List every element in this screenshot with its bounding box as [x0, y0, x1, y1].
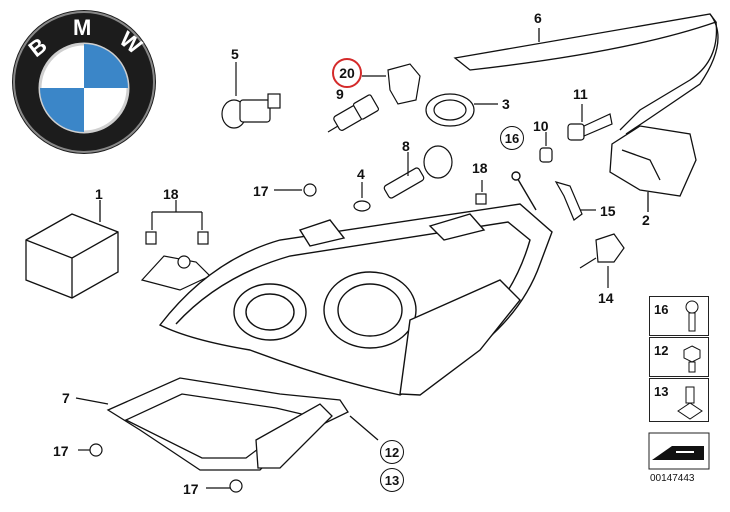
label-part-18-right: 18: [472, 160, 488, 176]
part-20-bulb-holder: [362, 63, 421, 105]
part-3-cover-cap: [425, 93, 498, 127]
part-2-housing-cover: [609, 125, 697, 212]
label-part-10: 10: [533, 118, 549, 134]
part-9-h7-bulb: [327, 94, 380, 133]
part-18-bracket: [140, 200, 212, 291]
label-part-17-top: 17: [253, 183, 269, 199]
label-part-15: 15: [600, 203, 616, 219]
label-part-11: 11: [573, 86, 588, 102]
diagram-reference-number: 00147443: [650, 473, 695, 484]
part-5-bulb-socket: [221, 62, 281, 129]
screw-parts: [274, 180, 487, 212]
label-part-5: 5: [231, 46, 239, 62]
headlight-housing: [158, 171, 553, 396]
label-part-17-bottom: 17: [183, 481, 199, 497]
part-10-small-bulb: [539, 132, 553, 163]
label-part-20-highlighted: 20: [332, 58, 362, 88]
part-15-bracket: [554, 181, 596, 221]
screw-icon: [685, 300, 699, 332]
label-part-12-circled: 12: [380, 440, 404, 464]
label-part-14: 14: [598, 290, 614, 306]
logo-letter-m: M: [73, 15, 91, 40]
label-part-17-left: 17: [53, 443, 69, 459]
label-part-2: 2: [642, 212, 650, 228]
legend-label-16: 16: [654, 302, 669, 317]
legend-item-12: 12: [649, 337, 709, 377]
label-part-4: 4: [357, 166, 365, 182]
nut-icon: [683, 345, 701, 373]
bmw-logo: B M W: [12, 10, 156, 154]
legend-label-13: 13: [654, 384, 669, 399]
legend-arrow-box: [648, 432, 710, 470]
label-part-6: 6: [534, 10, 542, 26]
label-part-8: 8: [402, 138, 410, 154]
part-11-bulb: [567, 104, 613, 141]
label-part-3: 3: [502, 96, 510, 112]
label-part-16-circled: 16: [500, 126, 524, 150]
part-6-trim-strip: [453, 13, 719, 135]
label-part-1: 1: [95, 186, 103, 202]
label-part-7: 7: [62, 390, 70, 406]
part-1-control-unit: [25, 200, 119, 299]
bottom-screws: [78, 443, 243, 493]
part-14-socket: [579, 233, 625, 288]
clip-nut-icon: [677, 386, 703, 420]
legend-item-13: 13: [649, 378, 709, 422]
legend-item-16: 16: [649, 296, 709, 336]
label-part-9: 9: [336, 86, 344, 102]
part-7-lower-bracket: [75, 377, 379, 471]
label-part-13-circled: 13: [380, 468, 404, 492]
label-part-18-left: 18: [163, 186, 179, 202]
legend-label-12: 12: [654, 343, 669, 358]
part-8-xenon-bulb: [383, 145, 453, 199]
